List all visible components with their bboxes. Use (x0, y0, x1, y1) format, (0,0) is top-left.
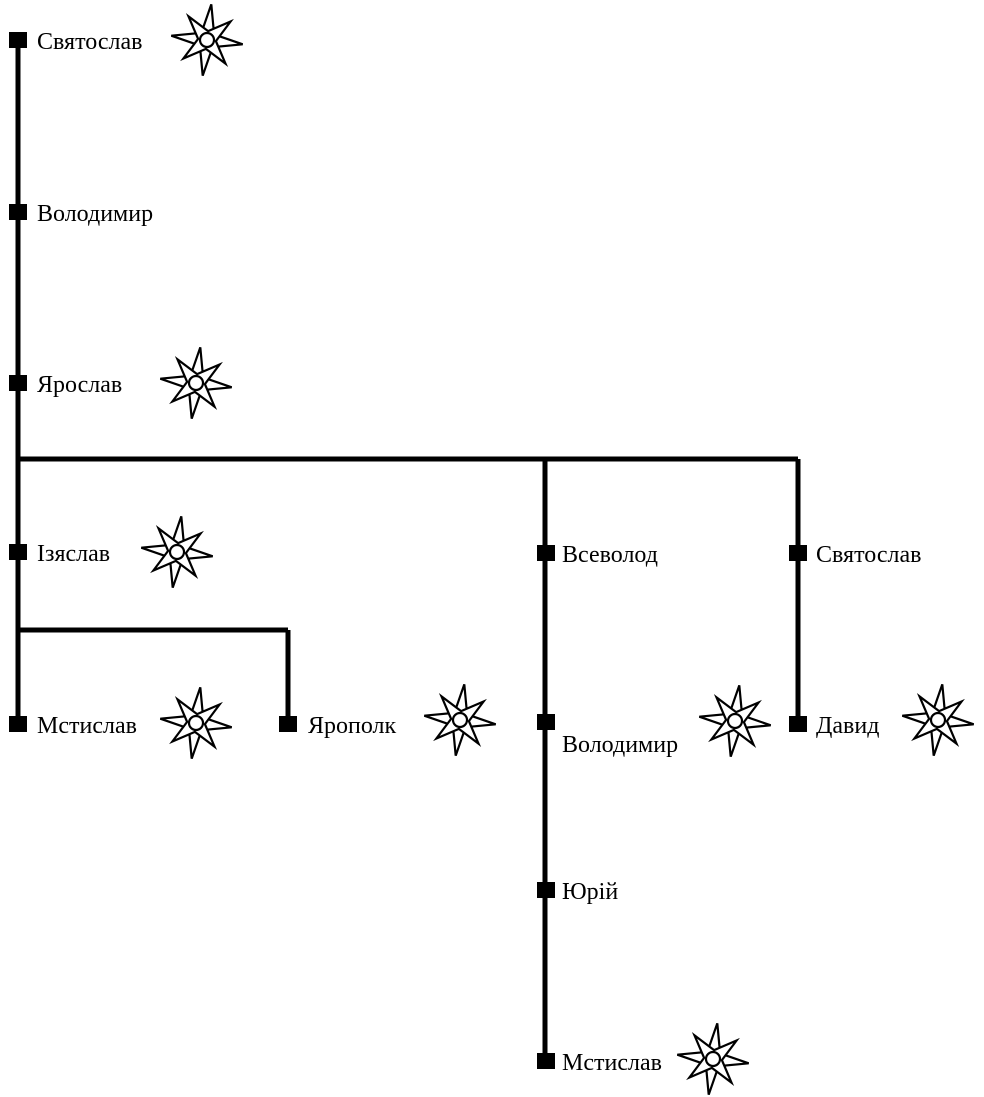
node-label: Ярополк (308, 713, 397, 739)
star-icon (901, 683, 975, 757)
node-label: Мстислав (37, 713, 137, 739)
node-label: Всеволод (562, 542, 658, 568)
node-marker (537, 545, 555, 561)
star-icon (159, 346, 233, 420)
star-center (704, 1050, 722, 1068)
node-yaropolk: Ярополк (279, 683, 497, 757)
node-label: Ізяслав (37, 541, 110, 567)
star-center (929, 711, 947, 729)
node-volodymyr-2: Володимир (537, 684, 772, 758)
node-volodymyr-1: Володимир (9, 201, 153, 227)
node-label: Давид (816, 713, 879, 739)
star-icon (698, 684, 772, 758)
star-center (726, 712, 744, 730)
node-iziaslav: Ізяслав (9, 515, 214, 589)
node-marker (9, 716, 27, 732)
star-center (187, 714, 205, 732)
node-label: Мстислав (562, 1050, 662, 1076)
node-label: Святослав (37, 29, 142, 55)
node-yurii: Юрій (537, 879, 618, 905)
node-marker (789, 545, 807, 561)
node-mstyslav-2: Мстислав (537, 1022, 750, 1096)
star-icon (676, 1022, 750, 1096)
star-center (168, 543, 186, 561)
star-icon (423, 683, 497, 757)
node-marker (9, 544, 27, 560)
node-marker (9, 375, 27, 391)
node-marker (537, 882, 555, 898)
node-label: Володимир (37, 201, 153, 227)
node-marker (279, 716, 297, 732)
node-vsevolod: Всеволод (537, 542, 658, 568)
node-marker (537, 1053, 555, 1069)
node-label: Володимир (562, 732, 678, 758)
tree-connectors (15, 40, 801, 1061)
node-label: Святослав (816, 542, 921, 568)
node-sviatoslav-2: Святослав (789, 542, 921, 568)
star-icon (140, 515, 214, 589)
star-icon (170, 3, 244, 77)
node-label: Ярослав (37, 372, 122, 398)
node-label: Юрій (562, 879, 618, 905)
node-marker (789, 716, 807, 732)
node-david: Давид (789, 683, 975, 757)
node-marker (537, 714, 555, 730)
node-marker (9, 32, 27, 48)
node-sviatoslav-1: Святослав (9, 3, 244, 77)
node-mstyslav-1: Мстислав (9, 686, 233, 760)
star-center (187, 374, 205, 392)
star-icon (159, 686, 233, 760)
node-yaroslav: Ярослав (9, 346, 233, 420)
node-marker (9, 204, 27, 220)
star-center (198, 31, 216, 49)
star-center (451, 711, 469, 729)
